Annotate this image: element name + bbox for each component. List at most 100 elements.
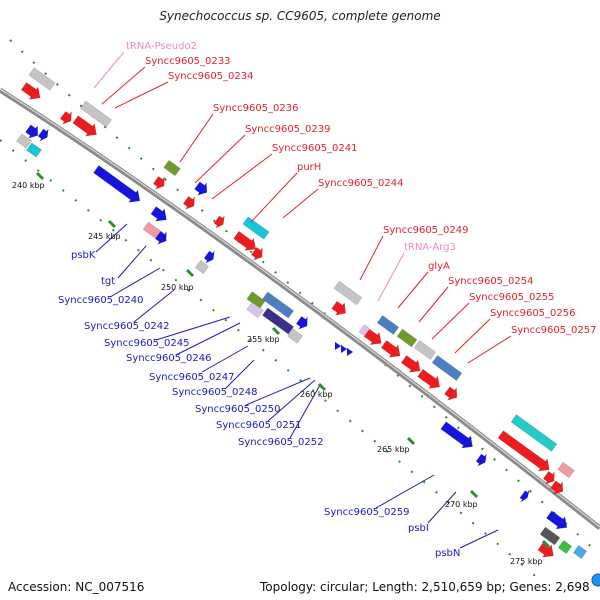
gene-feature [20,82,41,100]
gene-label: Syncc9605_0249 [383,225,469,236]
leader-line [377,252,405,302]
gene-feature [519,489,530,503]
gene-feature [261,291,295,319]
gene-feature [539,526,561,546]
gene-label: Syncc9605_0248 [172,387,258,398]
leader-line [454,318,491,354]
tick-label: 240 kbp [12,181,45,190]
tick-label: 255 kbp [247,335,280,344]
leader-line [459,529,499,549]
gene-label: Syncc9605_0252 [238,437,324,448]
gene-label: Syncc9605_0254 [448,276,534,287]
tick-label: 245 kbp [88,232,121,241]
tick-mark [271,326,281,336]
label-leader-lines [93,51,512,549]
leader-line [175,322,241,356]
gene-feature [396,328,418,348]
gene-feature [250,246,263,261]
leader-line [289,384,321,439]
tick-mark [406,436,416,446]
gene-feature [380,340,401,358]
gene-feature [440,421,473,449]
gene-feature [72,115,97,137]
leader-line [282,188,319,219]
leader-line [467,335,512,364]
leader-line [224,359,255,390]
gene-feature [213,215,225,229]
leader-line [245,377,311,406]
leader-line [179,113,214,163]
gene-feature [233,230,257,251]
gene-label: tRNA-Arg3 [404,242,456,253]
gene-feature [497,430,550,472]
gene-feature [475,453,487,467]
gene-feature [154,230,167,245]
gene-label: psbI [408,523,429,534]
gene-feature [246,301,264,319]
tick-label: 260 kbp [300,390,333,399]
gene-label: Syncc9605_0251 [216,420,302,431]
gene-label: Syncc9605_0239 [245,124,331,135]
tick-mark [107,219,117,229]
tick-mark [185,268,195,278]
gene-feature [546,510,568,530]
gene-feature [341,345,347,353]
gene-feature [26,142,42,158]
tick-label: 275 kbp [510,557,543,566]
accession-label: Accession: NC_007516 [8,580,145,594]
leader-line [194,134,246,184]
gene-label: tgt [101,276,115,287]
gene-feature [295,315,308,330]
leader-line [109,267,161,298]
inner-tick-ring [0,139,541,581]
gene-feature [557,461,575,479]
gene-label: Syncc9605_0246 [126,353,212,364]
gene-feature [28,67,56,91]
gene-label: Syncc9605_0256 [490,308,576,319]
gene-feature [431,355,463,381]
gene-features [16,67,588,559]
gene-feature [16,133,32,149]
gene-feature [347,348,353,356]
gene-feature [59,110,72,125]
gene-label: psbN [435,548,460,559]
leader-line [250,172,298,223]
gene-feature [93,165,141,203]
leader-line [418,286,449,323]
gene-label: Syncc9605_0242 [84,321,170,332]
zoom-circle-icon[interactable] [591,573,600,587]
leader-line [201,345,249,373]
gene-label: Syncc9605_0236 [213,103,299,114]
gene-label: Syncc9605_0259 [324,507,410,518]
gene-feature [25,124,39,139]
gene-feature [331,300,346,316]
gene-feature [194,260,210,274]
gene-label: Syncc9605_0247 [149,372,235,383]
gene-feature [510,414,558,452]
tick-label: 270 kbp [445,500,478,509]
leader-line [133,289,175,323]
gene-feature [242,216,270,240]
leader-line [95,223,128,253]
gene-feature [203,250,215,264]
gene-feature [444,386,458,401]
tick-mark [541,539,551,549]
gene-feature [182,195,195,210]
leader-line [155,316,231,341]
map-title: Synechococcus sp. CC9605, complete genom… [159,9,440,23]
gene-feature [194,181,208,196]
gene-label: Syncc9605_0255 [469,292,555,303]
gene-label: Syncc9605_0244 [318,178,404,189]
gene-label: Syncc9605_0250 [195,404,281,415]
gene-feature [557,540,573,554]
gene-feature [413,340,437,360]
leader-line [427,491,457,524]
gene-feature [376,315,400,335]
leader-line [267,379,316,422]
topology-summary: Topology: circular; Length: 2,510,659 bp… [260,580,590,594]
gene-label: tRNA-Pseudo2 [126,41,197,52]
leader-line [431,302,470,340]
tick-mark [317,382,327,392]
